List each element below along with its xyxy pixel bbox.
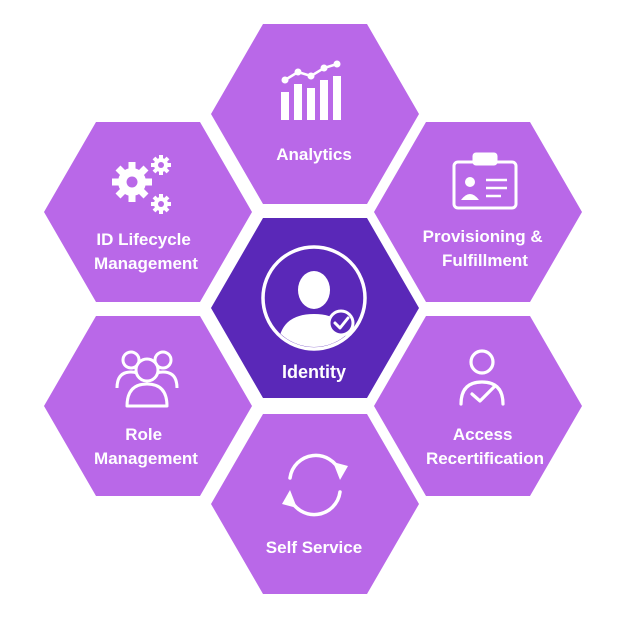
label-line: Provisioning & [423, 227, 543, 246]
hex-access-recertification: Access Recertification [374, 316, 582, 496]
label-line: Access [453, 425, 513, 444]
gear-large-icon [112, 162, 152, 202]
hex-role-management: Role Management [44, 316, 252, 496]
label-line: Management [94, 254, 198, 273]
bar-chart-icon [281, 60, 341, 120]
hex-lifecycle-label: ID Lifecycle Management [94, 230, 198, 273]
label-line: Recertification [426, 449, 544, 468]
hex-self-service-label: Self Service [266, 538, 362, 557]
hex-lifecycle-shape [44, 122, 252, 302]
user-check-icon [261, 245, 367, 351]
hex-provisioning-shape [374, 122, 582, 302]
hex-role-label: Role Management [94, 425, 198, 468]
gear-small-top-icon [151, 155, 171, 175]
label-line: Management [94, 449, 198, 468]
label-line: Role [125, 425, 162, 444]
users-group-icon [115, 350, 179, 408]
label-line: Analytics [276, 145, 352, 164]
id-badge-icon [452, 152, 518, 210]
center-label-line: Identity [282, 362, 346, 382]
label-line: ID Lifecycle [96, 230, 191, 249]
label-line: Fulfillment [442, 251, 528, 270]
user-check-outline-icon [459, 349, 505, 406]
hex-access-label: Access Recertification [426, 425, 544, 468]
hex-analytics: Analytics [211, 24, 419, 204]
hex-identity-label: Identity [282, 362, 346, 382]
hex-id-lifecycle: ID Lifecycle Management [44, 122, 252, 302]
label-line: Self Service [266, 538, 362, 557]
hex-provisioning-label: Provisioning & Fulfillment [423, 227, 548, 270]
gear-small-bottom-icon [151, 194, 171, 214]
gears-icon [112, 155, 171, 214]
hex-identity-center: Identity [211, 218, 419, 398]
refresh-icon [282, 453, 348, 517]
hex-self-service: Self Service [211, 414, 419, 594]
hex-self-service-shape [211, 414, 419, 594]
hex-access-shape [374, 316, 582, 496]
hex-analytics-label: Analytics [276, 145, 352, 164]
hex-provisioning: Provisioning & Fulfillment [374, 122, 582, 302]
